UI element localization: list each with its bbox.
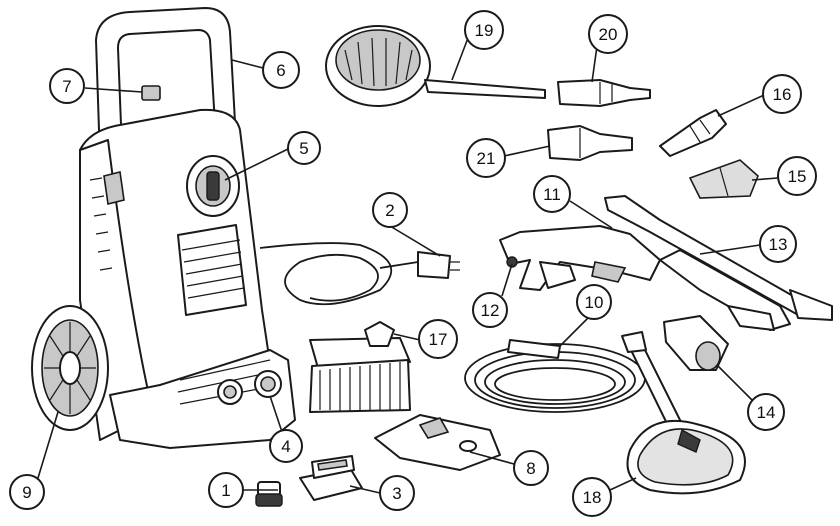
spray-lance [604, 195, 833, 331]
connector-20 [557, 79, 651, 107]
svg-text:6: 6 [276, 61, 285, 80]
svg-text:3: 3 [392, 484, 401, 503]
cord-clip [141, 85, 161, 101]
svg-text:21: 21 [477, 149, 496, 168]
svg-text:14: 14 [757, 403, 776, 422]
callout-labels: 1 2 3 4 5 6 7 8 9 10 11 12 13 14 15 16 1… [9, 10, 817, 517]
pressure-washer-unit [31, 7, 296, 449]
spray-gun [499, 225, 661, 291]
callout-15: 15 [777, 156, 817, 196]
svg-text:17: 17 [429, 330, 448, 349]
power-switch [186, 155, 240, 217]
water-connectors [217, 370, 282, 405]
adjustable-nozzle [659, 109, 727, 157]
callout-11: 11 [533, 175, 571, 213]
svg-text:13: 13 [769, 235, 788, 254]
callout-2: 2 [372, 192, 408, 228]
power-cord [259, 242, 460, 306]
callout-5: 5 [287, 131, 321, 165]
callout-17: 17 [418, 319, 458, 359]
hose-adapter [255, 481, 283, 507]
svg-text:19: 19 [475, 21, 494, 40]
svg-text:10: 10 [585, 293, 604, 312]
leader-lines [37, 37, 779, 494]
base [109, 349, 296, 449]
callout-18: 18 [572, 477, 612, 517]
callout-16: 16 [762, 74, 802, 114]
svg-text:18: 18 [583, 488, 602, 507]
svg-text:4: 4 [281, 437, 290, 456]
holder-clip [299, 455, 363, 501]
svg-text:20: 20 [599, 25, 618, 44]
svg-text:1: 1 [221, 481, 230, 500]
patio-cleaner [621, 331, 746, 495]
callout-9: 9 [9, 474, 45, 510]
callout-3: 3 [379, 475, 415, 511]
svg-text:12: 12 [481, 301, 500, 320]
callout-1: 1 [208, 472, 244, 508]
callout-20: 20 [588, 14, 628, 54]
svg-text:2: 2 [385, 201, 394, 220]
rotary-brush [325, 25, 546, 107]
high-pressure-hose [464, 339, 646, 413]
svg-text:5: 5 [299, 139, 308, 158]
callout-8: 8 [513, 450, 549, 486]
callout-7: 7 [49, 68, 85, 104]
turbo-nozzle [688, 159, 759, 199]
callout-12: 12 [472, 292, 508, 328]
callout-10: 10 [576, 284, 612, 320]
connector-21 [547, 125, 633, 161]
callout-19: 19 [464, 10, 504, 50]
svg-text:8: 8 [526, 459, 535, 478]
callout-14: 14 [747, 393, 785, 431]
accessory-plate [374, 414, 501, 471]
callout-4: 4 [269, 429, 303, 463]
svg-text:15: 15 [788, 167, 807, 186]
svg-text:7: 7 [62, 77, 71, 96]
svg-text:16: 16 [773, 85, 792, 104]
callout-21: 21 [466, 138, 506, 178]
callout-13: 13 [759, 225, 797, 263]
fixed-brush [309, 321, 411, 413]
callout-6: 6 [262, 51, 300, 89]
svg-text:9: 9 [22, 483, 31, 502]
quick-connector [663, 315, 729, 371]
svg-text:11: 11 [543, 185, 561, 204]
wheel [31, 305, 109, 431]
